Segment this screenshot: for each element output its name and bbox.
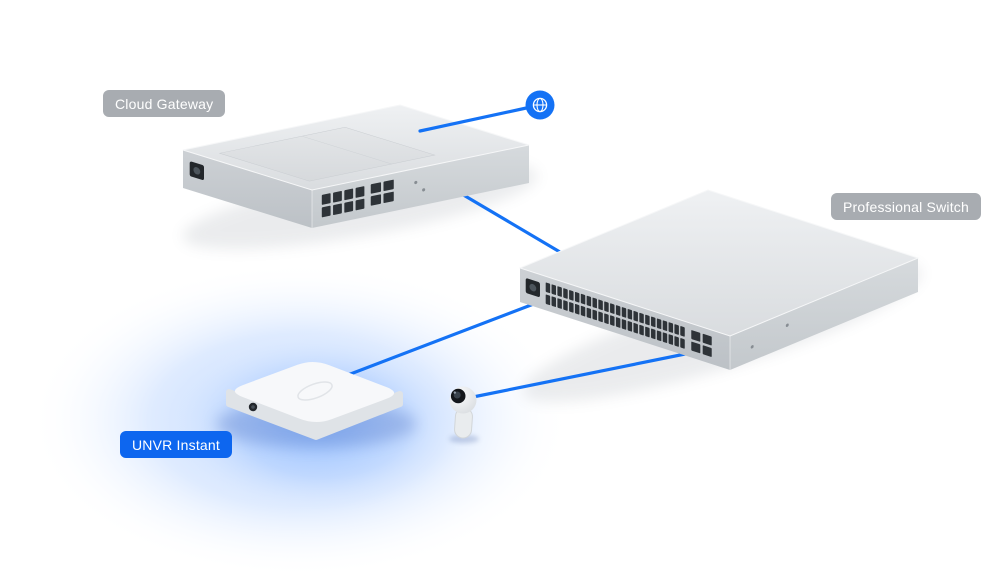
port — [321, 205, 331, 218]
port — [557, 298, 562, 309]
gateway-ethernet-ports — [321, 186, 365, 218]
port — [645, 314, 650, 326]
port — [563, 300, 568, 311]
port — [569, 290, 574, 301]
port — [574, 292, 580, 303]
port — [586, 307, 592, 319]
port — [333, 190, 342, 203]
port — [680, 338, 685, 349]
unvr-skirt — [226, 389, 403, 440]
port — [621, 319, 627, 330]
switch-ethernet-ports — [545, 282, 685, 349]
gateway-drive-tray — [218, 127, 436, 182]
connection-gateway-switch — [453, 188, 567, 257]
port — [545, 294, 551, 306]
port — [621, 307, 627, 318]
unvr-top-face — [234, 361, 395, 423]
gateway-front-face — [312, 145, 529, 228]
port — [321, 193, 331, 205]
port — [370, 182, 382, 194]
switch-power-inlet — [525, 278, 540, 297]
port — [668, 322, 674, 333]
gateway-screw — [422, 188, 426, 192]
port — [592, 297, 597, 309]
port — [383, 179, 394, 192]
port — [563, 288, 568, 299]
port — [598, 311, 603, 323]
camera-device — [449, 386, 477, 439]
port — [615, 317, 621, 328]
port — [580, 305, 586, 317]
unvr-instant-label: UNVR Instant — [120, 431, 232, 458]
port — [668, 334, 674, 345]
port — [633, 322, 638, 334]
port — [569, 302, 574, 313]
internet-globe-icon — [525, 90, 555, 120]
port — [592, 309, 597, 321]
gateway-screw — [414, 180, 418, 185]
port — [355, 186, 365, 198]
switch-screw — [750, 345, 754, 349]
port — [604, 301, 609, 313]
port — [604, 313, 609, 325]
switch-right-face — [730, 258, 918, 370]
gateway-left-face — [183, 150, 312, 228]
port — [662, 320, 668, 331]
switch-screw — [785, 323, 789, 327]
port — [551, 284, 557, 295]
port — [586, 295, 592, 307]
port — [633, 310, 638, 322]
switch-top-face — [518, 189, 920, 337]
port — [702, 333, 712, 346]
port — [627, 309, 633, 320]
port — [639, 324, 644, 336]
port — [344, 201, 354, 213]
port — [545, 282, 551, 294]
port — [674, 324, 679, 335]
cloud-gateway-label: Cloud Gateway — [103, 90, 226, 117]
port — [355, 198, 365, 211]
unvr-instant-device — [226, 361, 403, 440]
gateway-sfp-ports — [370, 179, 394, 206]
gateway-power-inlet — [189, 161, 205, 181]
port — [645, 326, 650, 338]
port — [680, 326, 685, 337]
port — [333, 203, 342, 215]
port — [639, 312, 644, 324]
port — [344, 188, 354, 201]
port — [656, 330, 662, 342]
port — [674, 336, 679, 347]
connection-switch-unvr — [338, 295, 554, 380]
port — [383, 191, 394, 204]
port — [580, 293, 586, 305]
switch-sfp-ports — [691, 330, 712, 357]
port — [691, 330, 701, 342]
port — [651, 328, 656, 340]
port — [574, 304, 580, 315]
professional-switch-label: Professional Switch — [831, 193, 981, 220]
port — [615, 305, 621, 316]
camera-shadow — [449, 435, 479, 443]
professional-switch-device — [518, 189, 920, 370]
port — [557, 286, 562, 297]
connection-switch-camera — [466, 348, 707, 400]
port — [662, 332, 668, 343]
port — [610, 315, 615, 326]
port — [551, 296, 557, 307]
port — [656, 318, 662, 330]
port — [598, 299, 603, 311]
port — [370, 194, 382, 206]
connection-gateway-internet — [418, 106, 528, 133]
unvr-logo — [297, 381, 333, 401]
port — [627, 321, 633, 332]
port — [702, 345, 712, 357]
port — [691, 341, 701, 354]
port — [610, 303, 615, 314]
port — [651, 316, 656, 328]
